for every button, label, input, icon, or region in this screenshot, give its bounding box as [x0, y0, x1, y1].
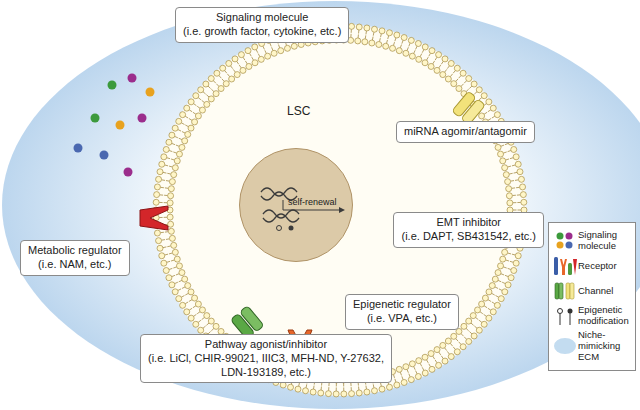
- callout-heading: Metabolic regulator: [28, 244, 122, 258]
- callout-heading: Pathway agonist/inhibitor: [148, 338, 384, 352]
- legend-row: Signaling molecule: [552, 230, 632, 252]
- legend-row: Epigenetic modification: [552, 305, 632, 327]
- callout-detail: (i.e. growth factor, cytokine, etc.): [183, 25, 341, 39]
- legend-text: Epigenetic modification: [578, 305, 632, 327]
- legend-sample: [552, 230, 578, 252]
- legend-row: Niche-mimicking ECM: [552, 330, 632, 363]
- callout-box: EMT inhibitor(i.e. DAPT, SB431542, etc.): [393, 212, 544, 248]
- callout-heading: miRNA agomir/antagomir: [404, 125, 527, 139]
- legend-text: Channel: [578, 286, 632, 297]
- callout-box: Signaling molecule(i.e. growth factor, c…: [175, 7, 349, 43]
- callout-box: Epigenetic regulator(i.e. VPA, etc.): [345, 294, 459, 330]
- process-label: self-renewal: [288, 197, 337, 207]
- nucleus: self-renewal: [239, 148, 353, 262]
- callout-heading: Epigenetic regulator: [353, 298, 451, 312]
- signaling-dots: [74, 74, 155, 177]
- callout-box: Metabolic regulator(i.e. NAM, etc.): [20, 240, 130, 276]
- callout-box: Pathway agonist/inhibitor(i.e. LiCl, CHI…: [140, 334, 392, 383]
- receptor-red: [140, 206, 168, 230]
- callout-detail: (i.e. NAM, etc.): [28, 258, 122, 272]
- callout-detail: (i.e. LiCl, CHIR-99021, IIIC3, MFH-ND, Y…: [148, 352, 384, 380]
- legend-text: Receptor: [578, 261, 632, 272]
- callout-detail: (i.e. DAPT, SB431542, etc.): [401, 230, 536, 244]
- callout-detail: (i.e. VPA, etc.): [353, 312, 451, 326]
- legend-sample: [552, 305, 578, 327]
- legend-sample: [552, 335, 578, 357]
- legend-text: Signaling molecule: [578, 230, 632, 252]
- cell-label: LSC: [287, 104, 310, 118]
- legend-text: Niche-mimicking ECM: [578, 330, 632, 363]
- callout-box: miRNA agomir/antagomir: [396, 121, 535, 143]
- legend-row: Channel: [552, 280, 632, 302]
- callout-heading: Signaling molecule: [183, 11, 341, 25]
- callout-heading: EMT inhibitor: [401, 216, 536, 230]
- legend-box: Signaling moleculeReceptorChannelEpigene…: [548, 222, 636, 371]
- legend-row: Receptor: [552, 255, 632, 277]
- legend-sample: [552, 255, 578, 277]
- legend-swatch: [554, 338, 576, 354]
- legend-sample: [552, 280, 578, 302]
